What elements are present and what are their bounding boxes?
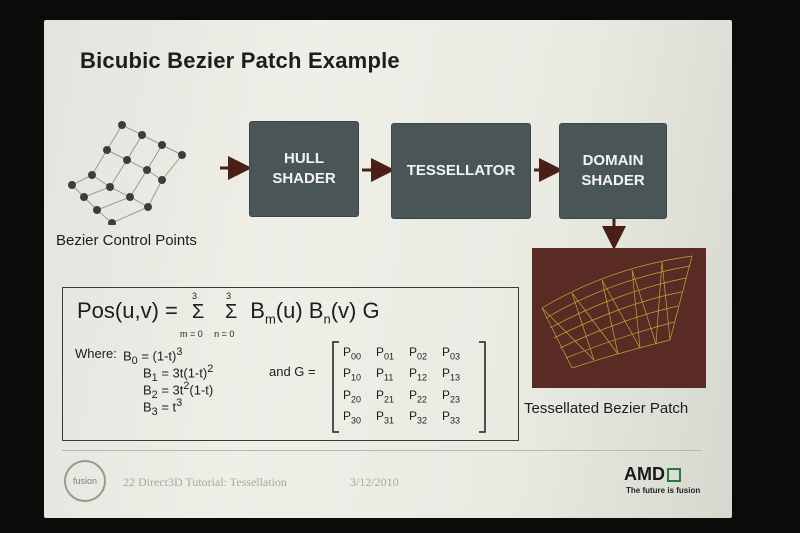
sum-n-bottom: n = 0 [214,329,235,339]
pos-lhs: Pos(u,v) = [77,298,178,323]
b1-def: B1 = 3t(1-t)2 [143,363,214,384]
b2-text-b: (1-t) [189,382,214,398]
where-label: Where: [75,346,117,361]
matrix-cell: P22 [409,387,428,405]
matrix-cell: P21 [376,387,395,405]
b3-def: B3 = t3 [143,397,183,418]
pipeline-arrows [220,156,626,250]
matrix-cell: P00 [343,345,362,362]
b2-text: = 3t [161,382,184,398]
page-number: 22 [123,475,135,489]
matrix-row: P00 P01 P02 P03 [343,344,483,365]
control-points-label: Bezier Control Points [56,232,197,249]
patch-mesh [541,255,693,369]
matrix-row: P10 P11 P12 P13 [343,365,483,386]
matrix-cell: P31 [376,409,395,426]
matrix-cell: P20 [343,387,362,405]
hull-shader-box: HULL SHADER [250,122,358,216]
amd-arrow-icon [667,468,681,483]
footer-date: 3/12/2010 [350,475,399,489]
b0-text: = (1-t) [141,348,177,364]
matrix-row: P30 P31 P32 P33 [343,408,483,429]
domain-line2: SHADER [581,172,645,189]
hull-line2: SHADER [272,170,336,187]
matrix-brackets [332,341,486,433]
footer-divider [62,450,702,451]
tutorial-title: Direct3D Tutorial: Tessellation [138,475,287,489]
tessellated-patch-image [532,248,706,388]
b0-def: B0 = (1-t)3 [123,346,183,367]
b1-text: = 3t(1-t) [161,365,208,381]
matrix-cell: P10 [343,366,362,383]
domain-shader-box: DOMAIN SHADER [560,124,666,218]
sum-n-top: 3 [226,291,232,301]
g-term: G [362,298,380,323]
sum-m-top: 3 [192,291,198,301]
matrix-cell: P03 [442,345,461,362]
matrix-cell: P01 [376,345,395,362]
basis-terms: Bm(u) Bn(v) G [250,298,380,327]
domain-line1: DOMAIN [582,152,644,169]
matrix-cell: P13 [442,366,461,383]
patch-label: Tessellated Bezier Patch [524,400,689,417]
b2-def: B2 = 3t2(1-t) [143,380,214,401]
matrix-cell: P12 [409,366,428,383]
slide: Bicubic Bezier Patch Example Bezier Cont… [44,20,732,518]
matrix-cell: P30 [343,409,362,426]
matrix-cell: P32 [409,409,428,426]
and-g-label: and G = [269,364,316,379]
fusion-logo-text: fusion [72,476,98,486]
tessellator-line1: TESSELLATOR [406,162,516,179]
sum-m-bottom: m = 0 [180,329,203,339]
matrix-cell: P02 [409,345,428,362]
fusion-logo: fusion [64,460,106,502]
tessellator-box: TESSELLATOR [392,124,530,218]
amd-logo-text: AMD [624,464,665,484]
footer-page-title: 22 Direct3D Tutorial: Tessellation [123,475,287,490]
matrix-cell: P11 [376,366,394,383]
amd-tagline: The future is fusion [626,486,701,495]
matrix-cell: P33 [442,409,461,426]
matrix-row: P20 P21 P22 P23 [343,387,483,408]
control-points-diagram [68,121,186,225]
matrix-cell: P23 [442,387,461,405]
slide-title: Bicubic Bezier Patch Example [80,48,400,73]
hull-line1: HULL [284,150,324,167]
b3-text: = t [161,399,177,415]
amd-logo: AMD [624,464,681,485]
